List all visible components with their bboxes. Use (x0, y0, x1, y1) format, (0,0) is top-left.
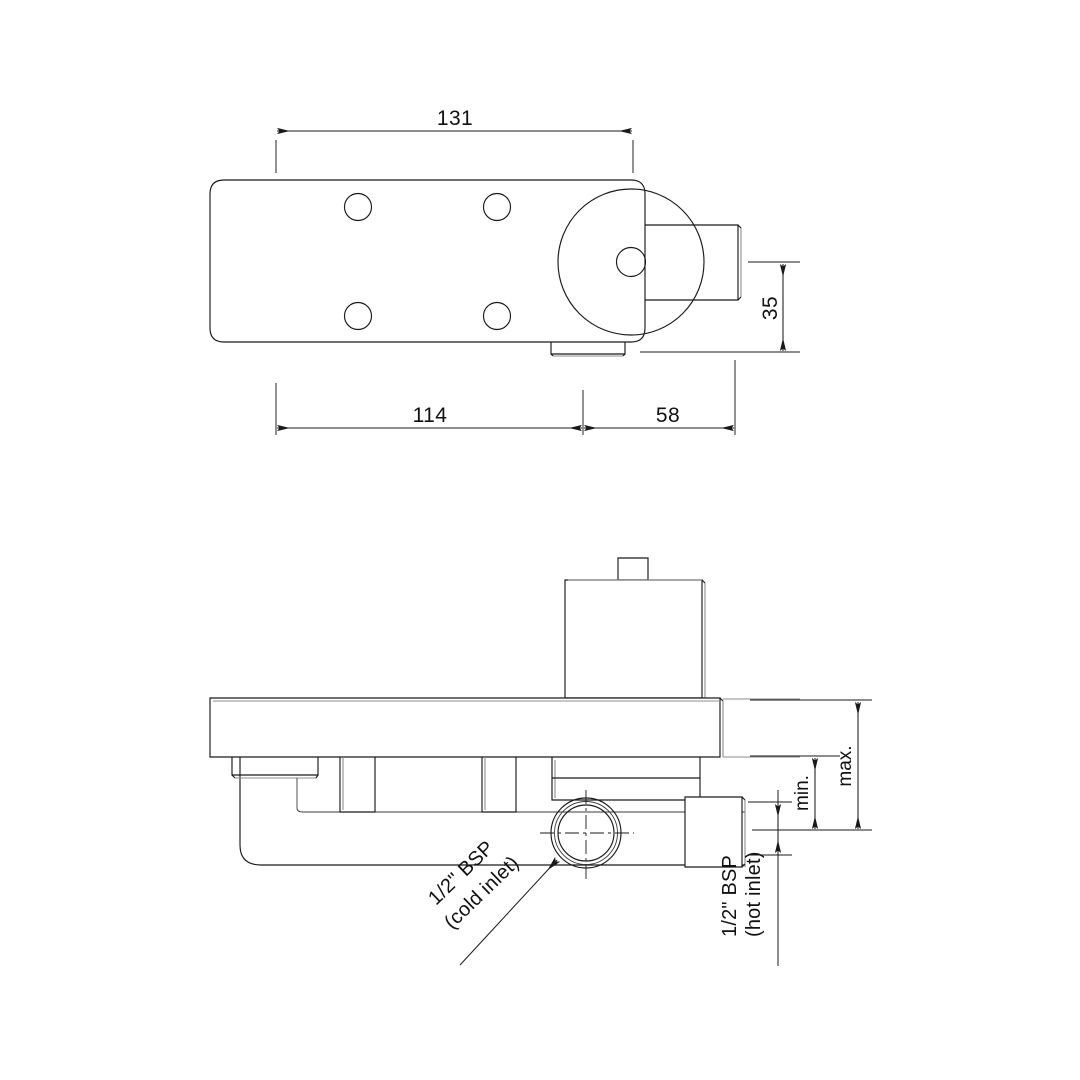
cartridge-boss (552, 757, 700, 800)
mounting-hole-top-right (484, 194, 511, 221)
dimension-hot-inlet-height (748, 802, 792, 855)
dimension-max-label: max. (835, 745, 856, 786)
left-boss-block (232, 757, 318, 778)
valve-body-outline (240, 757, 745, 865)
internal-step-line (297, 778, 745, 812)
dimension-min-label: min. (792, 775, 813, 811)
hot-inlet-label-line1: 1/2" BSP (719, 855, 741, 937)
dimension-58-label: 58 (656, 404, 680, 427)
mounting-hole-bottom-right (484, 303, 511, 330)
front-view-group: 1/2" BSP (cold inlet) 1/2" BSP (hot inle… (210, 558, 872, 966)
dimension-114-label: 114 (413, 404, 448, 427)
hot-inlet-boss (685, 797, 745, 867)
cartridge-housing (565, 580, 702, 698)
spindle-stub (618, 558, 648, 580)
top-view-group: 131 114 58 35 (210, 107, 800, 435)
dimension-114-58: 114 58 (276, 360, 735, 435)
dimension-35-label: 35 (759, 296, 782, 320)
dimension-131-label: 131 (437, 107, 473, 130)
dimension-35: 35 (640, 262, 800, 352)
mounting-hole-bottom-left (345, 303, 372, 330)
stud-pin-left (340, 757, 375, 812)
stud-pin-right (482, 757, 516, 812)
control-disc-outer (558, 189, 704, 335)
dimension-131: 131 (276, 107, 633, 173)
dimension-max: max. (750, 700, 872, 829)
top-view-body-outline (210, 180, 645, 342)
top-view-side-tab (645, 225, 741, 300)
control-disc-spindle-hole (617, 248, 646, 277)
cold-inlet-leader: 1/2" BSP (cold inlet) (424, 837, 561, 965)
top-view-bottom-tab (551, 342, 625, 356)
hot-inlet-label-line2: (hot inlet) (743, 851, 765, 937)
mounting-hole-top-left (345, 194, 372, 221)
dimension-min: min. (750, 756, 872, 830)
mounting-flange-plate (210, 698, 720, 757)
cold-inlet-port (540, 790, 634, 880)
